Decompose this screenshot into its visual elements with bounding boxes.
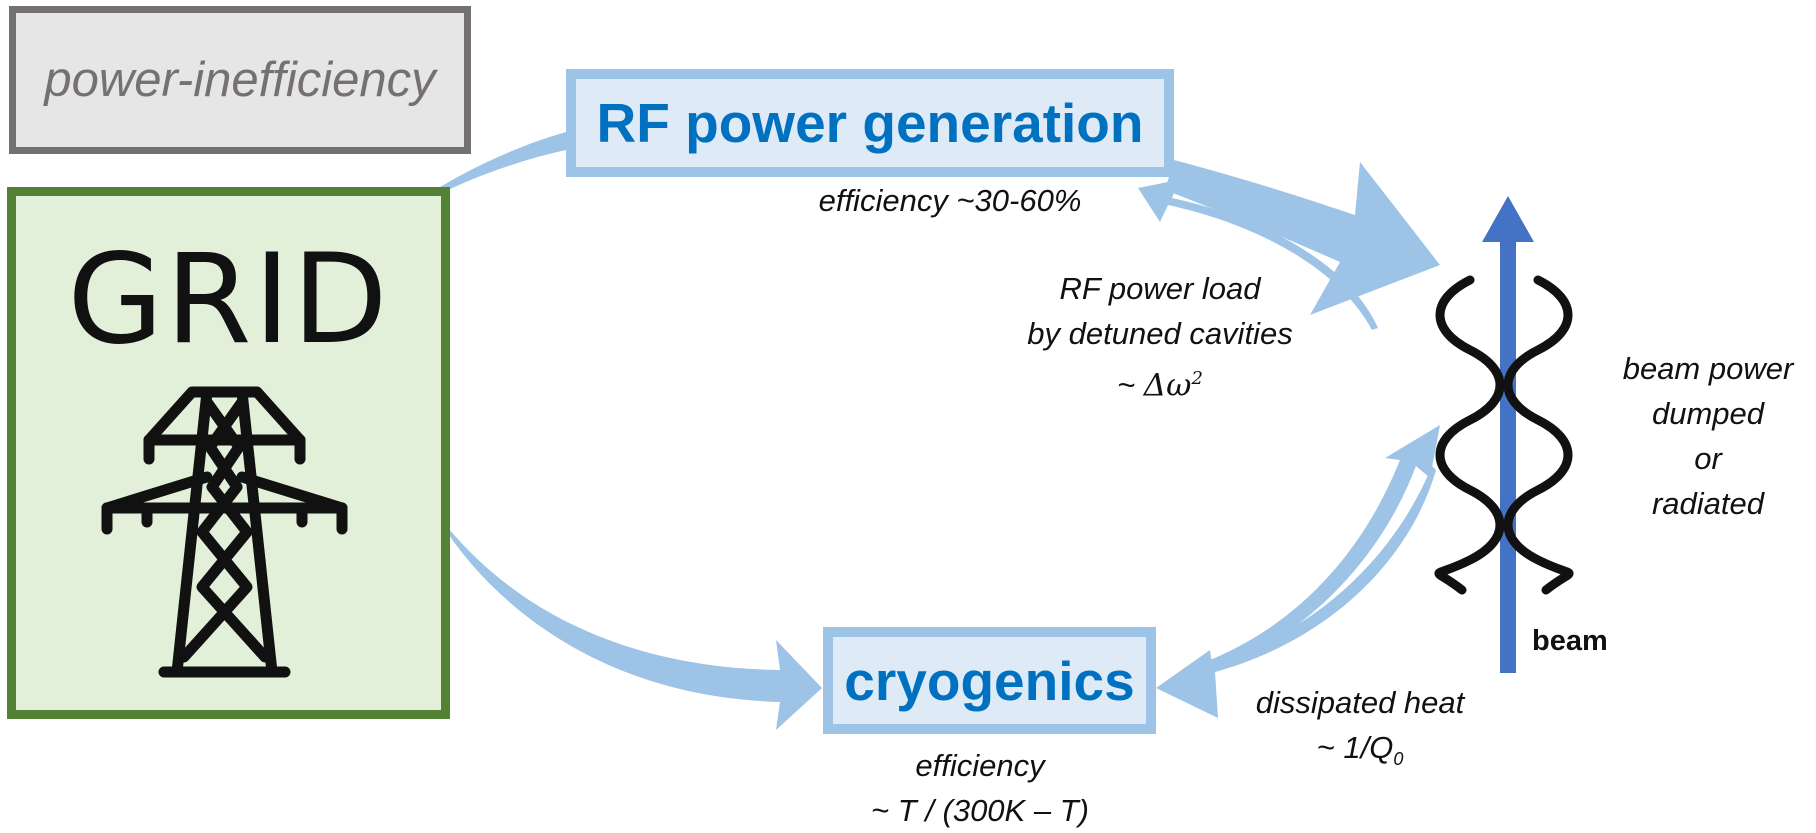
beam-power-line1: beam power <box>1622 351 1794 386</box>
rf-to-cavity-arrow <box>1165 160 1440 315</box>
rf-power-generation-label: RF power generation <box>596 92 1144 154</box>
dissipated-heat-line2: ~ 1/Q0 <box>1230 725 1490 782</box>
q0-subscript: 0 <box>1393 749 1404 770</box>
heat-to-cryo-arrow <box>1156 466 1436 718</box>
power-tower-icon <box>101 386 348 678</box>
cryogenics-box: cryogenics <box>823 627 1156 734</box>
q0-prefix: ~ 1/Q <box>1316 730 1394 765</box>
delta-omega-symbol: Δω <box>1143 367 1192 404</box>
beam-power-line3: or <box>1694 441 1722 476</box>
rf-efficiency-label: efficiency ~30-60% <box>818 183 1082 218</box>
cryo-efficiency-text: efficiency ~ T / (300K – T) <box>820 743 1140 833</box>
legend-box: power-inefficiency <box>9 6 471 154</box>
grid-to-rf-arrow <box>432 132 566 198</box>
rf-load-text: RF power load by detuned cavities ~ Δω2 <box>980 266 1340 408</box>
beam-power-line2: dumped <box>1651 396 1765 431</box>
grid-title: GRID <box>67 228 390 372</box>
beam-arrow-shaft <box>1500 228 1516 673</box>
dissipated-heat-text: dissipated heat ~ 1/Q0 <box>1230 680 1490 782</box>
rf-load-line3: ~ Δω2 <box>980 356 1340 408</box>
rf-power-generation-box: RF power generation <box>566 69 1174 177</box>
beam-arrow-head <box>1482 196 1534 242</box>
cryo-efficiency-line1: efficiency <box>915 748 1045 783</box>
legend-label: power-inefficiency <box>44 53 436 107</box>
cavity-right-wave <box>1503 275 1574 595</box>
cryo-efficiency-line2: ~ T / (300K – T) <box>871 793 1089 828</box>
cryogenics-label: cryogenics <box>844 649 1135 712</box>
grid-to-cryo-arrow <box>440 518 822 730</box>
grid-box: GRID <box>7 187 450 719</box>
rf-load-tilde: ~ <box>1117 367 1144 403</box>
beam-label: beam <box>1532 625 1608 657</box>
delta-omega-exponent: 2 <box>1191 368 1203 389</box>
cavity-left-wave <box>1434 275 1505 595</box>
rf-load-return-arrow <box>1138 180 1378 330</box>
beam-power-line4: radiated <box>1651 486 1765 521</box>
rf-load-line1: RF power load <box>1059 271 1261 306</box>
beam-power-text: beam power dumped or radiated <box>1600 346 1816 526</box>
cryo-to-cavity-arrow <box>1200 425 1440 676</box>
dissipated-heat-line1: dissipated heat <box>1255 685 1465 720</box>
rf-load-line2: by detuned cavities <box>1027 316 1293 351</box>
